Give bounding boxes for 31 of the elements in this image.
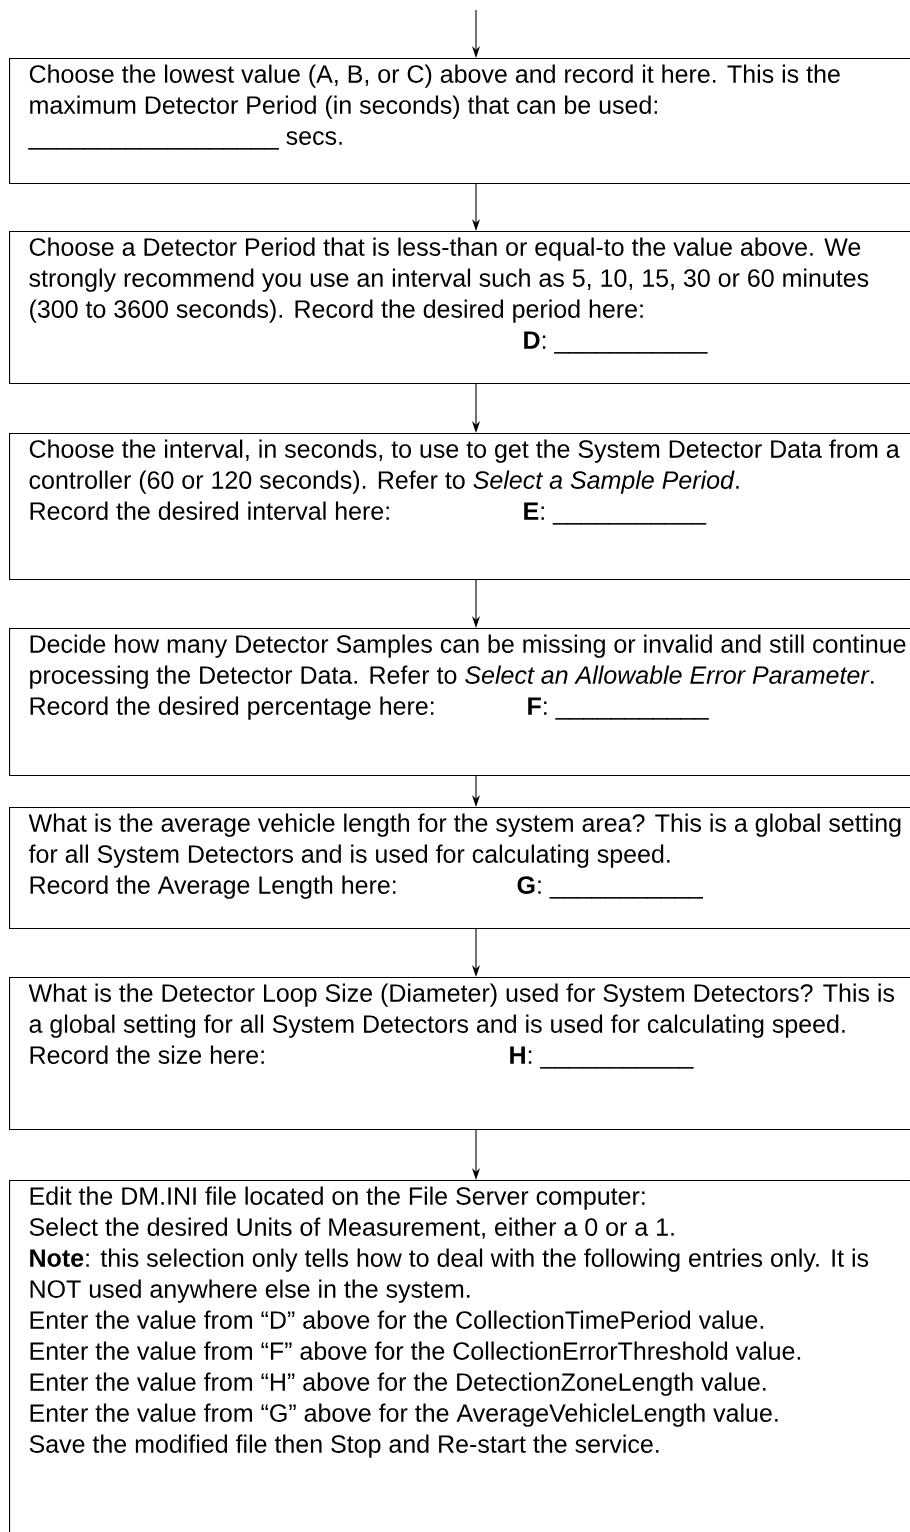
process-box [9,433,910,581]
instruction-text: Note: this selection only tells how to deal with the following entries only. It is NOT used anywhere else in the system. [30,1248,869,1303]
instruction-text: __________________ secs. [28,131,342,150]
instruction-text: Choose a Detector Period that is less-than or equal-to the value above. We strongly recommend you use an interval such as 5, 10, 15, 30 or 60 minutes (300 to 3600 seconds). Record the desired period here: [29,237,869,323]
instruction-text: D: ___________ [524,331,708,354]
instruction-text: Enter the value from “G” above for the AverageVehicleLength value. [30,1403,778,1427]
instruction-text: F: ___________ [528,697,709,720]
process-box [9,977,910,1131]
instruction-text: Enter the value from “H” above for the DetectionZoneLength value. [30,1372,766,1396]
process-box [9,628,910,777]
instruction-text: What is the Detector Loop Size (Diameter) used for System Detectors? This is a global setting for all System Detectors and is used for calculating speed. [28,983,895,1038]
instruction-text: E: ___________ [524,502,707,525]
instruction-text: Enter the value from “F” above for the CollectionErrorThreshold value. [30,1341,801,1360]
instruction-text: Enter the value from “D” above for the CollectionTimePeriod value. [30,1310,764,1329]
process-box [9,58,910,185]
instruction-text: Choose the lowest value (A, B, or C) above and record it here. This is the maximum Detector Period (in seconds) that can be used: [29,64,840,119]
instruction-text: Select the desired Units of Measurement, either a 0 or a 1. [29,1217,674,1239]
instruction-text: Record the desired percentage here: [30,696,434,720]
instruction-text: Save the modified file then Stop and Re-start the service. [29,1434,659,1458]
process-box [9,807,910,930]
instruction-text: G: ___________ [517,876,704,899]
instruction-text: Record the desired interval here: [30,501,389,520]
instruction-text: Decide how many Detector Samples can be missing or invalid and still continue processing the Detector Data. Refer to Select an Allowable Error Parameter. [30,634,906,689]
instruction-text: Record the Average Length here: [30,875,396,899]
process-box [9,1180,910,1532]
instruction-text: Choose the interval, in seconds, to use to get the System Detector Data from a controller (60 or 120 seconds). Refer to Select a Sample Period. [29,439,900,494]
instruction-text: What is the average vehicle length for the system area? This is a global setting for all System Detectors and is used for calculating speed. [28,813,901,868]
instruction-text: H: ___________ [510,1046,694,1069]
instruction-text: Edit the DM.INI file located on the File Server computer: [30,1186,645,1210]
instruction-text: Record the size here: [30,1045,264,1064]
process-box [9,231,910,385]
